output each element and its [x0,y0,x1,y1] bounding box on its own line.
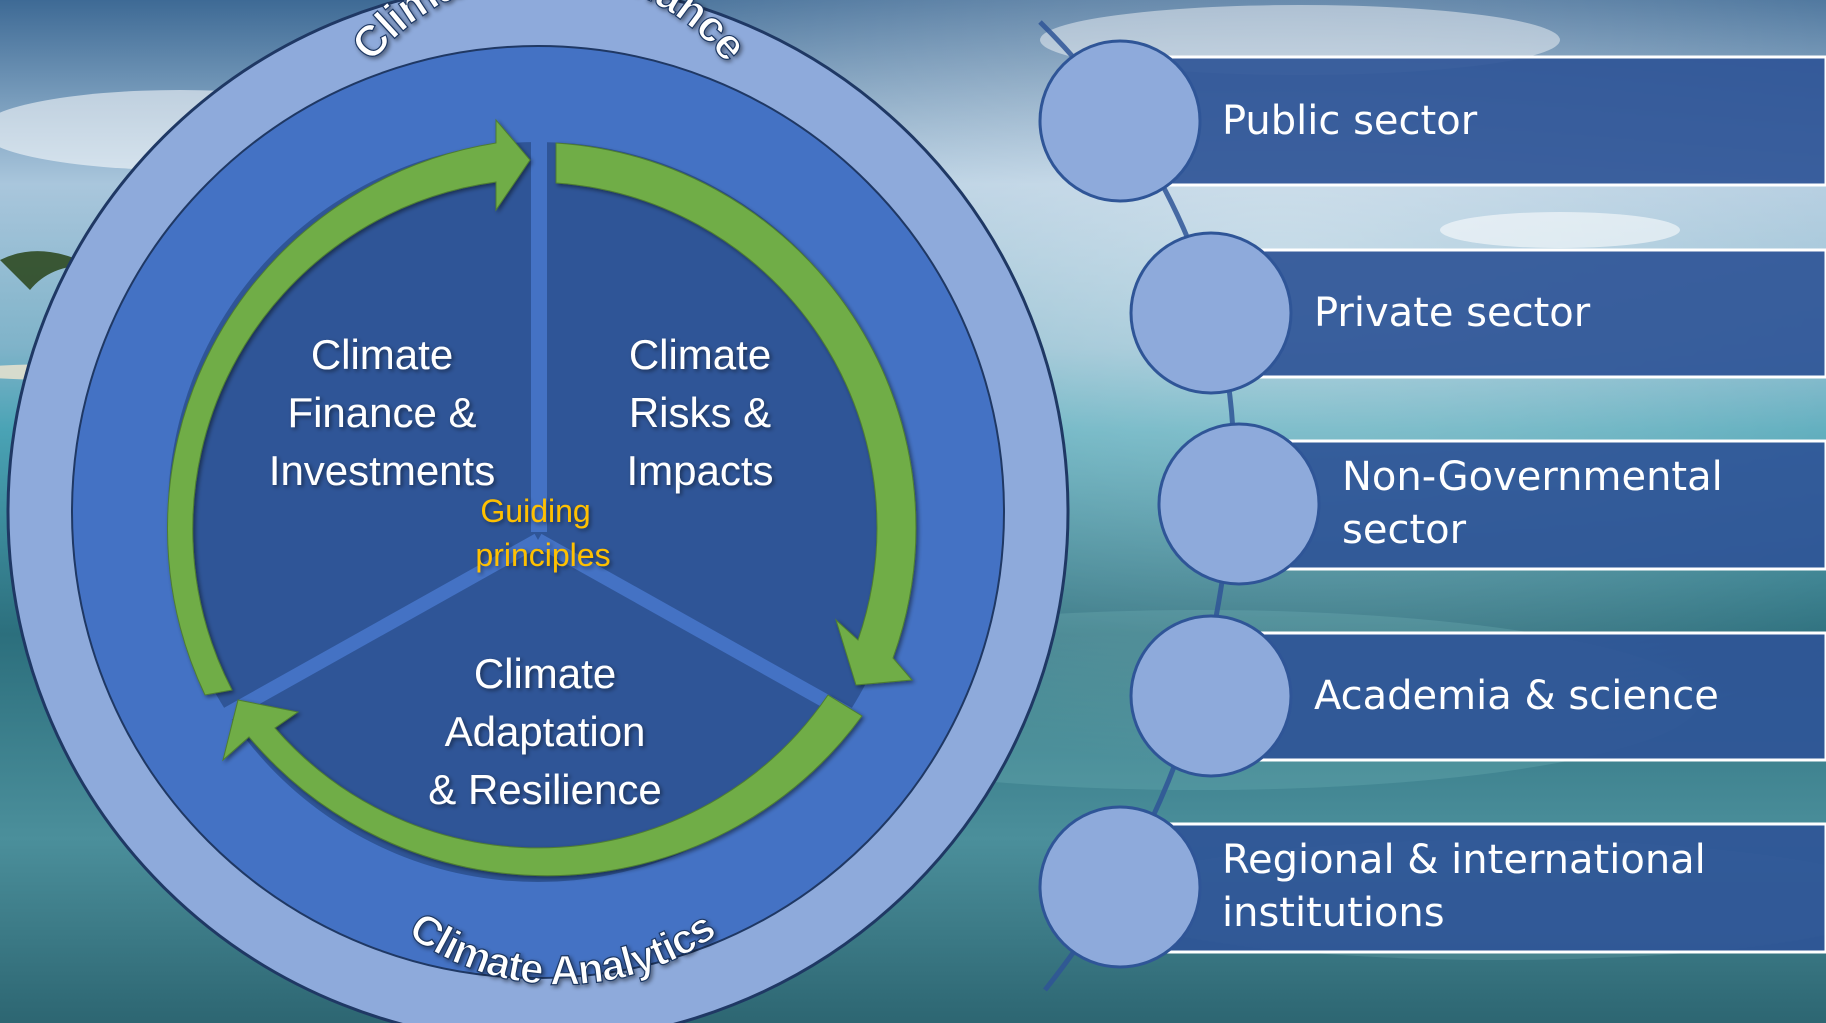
segment-label-line: & Resilience [428,766,661,813]
segment-label-line: Climate [311,331,453,378]
stakeholder-list [1038,39,1826,969]
stakeholder-label-line: institutions [1222,890,1445,936]
stakeholder-node-intl [1038,805,1202,969]
framework-wheel: Climate Governance Climate Analytics Cli… [6,0,1070,1023]
stakeholder-label-academia: Academia & science [1314,670,1719,723]
cycle-arrow-2 [555,142,917,686]
stakeholder-label-line: Academia & science [1314,672,1719,719]
palm-tree-icon [0,251,90,290]
stakeholder-label-line: Private sector [1314,289,1591,336]
segment-label-line: Climate [474,650,616,697]
stakeholder-node-public [1038,39,1202,203]
stakeholder-label-line: Non-Governmental [1342,454,1723,500]
segment-label-line: Adaptation [445,708,646,755]
svg-text:Guiding principles: Guiding principles [475,493,610,573]
segment-label-line: Risks & [629,389,771,436]
segment-label-line: Finance & [287,389,476,436]
stakeholder-label-line: Regional & international [1222,837,1706,883]
stakeholder-node-academia [1129,614,1293,778]
divider-right [534,533,858,724]
stakeholder-node-private [1129,231,1293,395]
guiding-principles-line-2: principles [475,537,610,573]
stakeholder-banner-private [1209,248,1826,379]
stakeholder-label-line: Public sector [1222,97,1478,144]
segment-label-line: Investments [269,447,495,494]
cycle-arrow-3 [222,694,863,877]
segment-label-line: Impacts [626,447,773,494]
stakeholder-label-ngo: Non-Governmental sector [1342,451,1723,557]
stakeholder-label-line: sector [1342,507,1467,553]
stakeholder-label-intl: Regional & international institutions [1222,834,1706,940]
stakeholder-label-public: Public sector [1222,95,1477,148]
segment-label-line: Climate [629,331,771,378]
guiding-principles-line-1: Guiding [480,493,590,529]
stakeholder-label-private: Private sector [1314,287,1590,340]
stakeholder-banner-ngo [1237,439,1826,571]
cycle-arrow-1 [167,118,531,696]
divider-top [531,142,547,532]
divider-left [218,533,542,724]
stakeholder-node-ngo [1157,422,1321,586]
stakeholder-banner-academia [1209,631,1826,762]
